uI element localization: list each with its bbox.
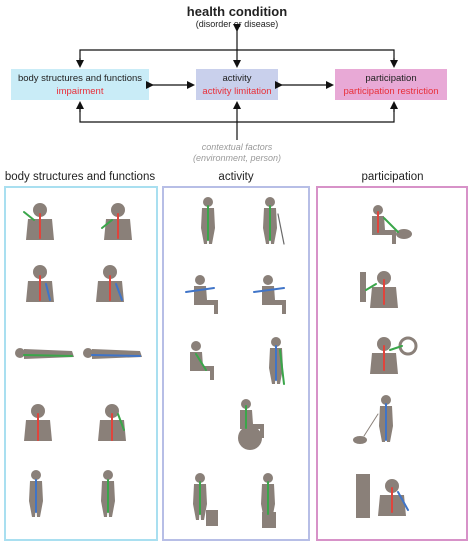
step-block-b [262, 512, 276, 528]
panel-body [4, 186, 158, 541]
activity-label: activity [222, 73, 252, 84]
health-condition-title: health condition [186, 4, 288, 19]
impairment-label: impairment [56, 86, 104, 97]
easel [360, 272, 366, 302]
activity-limitation-label: activity limitation [202, 86, 272, 97]
panel-title-participation: participation [361, 171, 424, 183]
participation-label: participation [365, 73, 417, 84]
figure-activity-2b [262, 275, 286, 314]
activity-box: activity activity limitation [196, 69, 278, 100]
panel-title-activity: activity [218, 171, 254, 183]
figure-participation-1 [372, 205, 396, 244]
body-structures-label: body structures and functions [17, 73, 143, 84]
participation-restriction-label: participation restriction [343, 86, 439, 97]
body-structures-box: body structures and functions impairment [11, 69, 149, 100]
panel-participation [316, 186, 468, 541]
figure-body-3b [83, 348, 142, 359]
desk [356, 474, 370, 518]
plate [396, 229, 412, 239]
exercise-ball [238, 426, 262, 450]
participation-box: participation participation restriction [335, 69, 447, 100]
figure-activity-3a [190, 341, 214, 380]
figure-body-3a [15, 348, 74, 359]
bottom-connector [79, 103, 395, 123]
dog [353, 436, 367, 444]
contextual-factors-line2: (environment, person) [192, 153, 282, 163]
contextual-factors-text: contextual factors (environment, person) [0, 142, 474, 164]
panel-activity [162, 186, 310, 541]
figure-activity-2a [194, 275, 218, 314]
panel-title-body: body structures and functions [4, 171, 156, 183]
step-block-a [206, 510, 218, 526]
contextual-factors-line1: contextual factors [201, 142, 273, 152]
